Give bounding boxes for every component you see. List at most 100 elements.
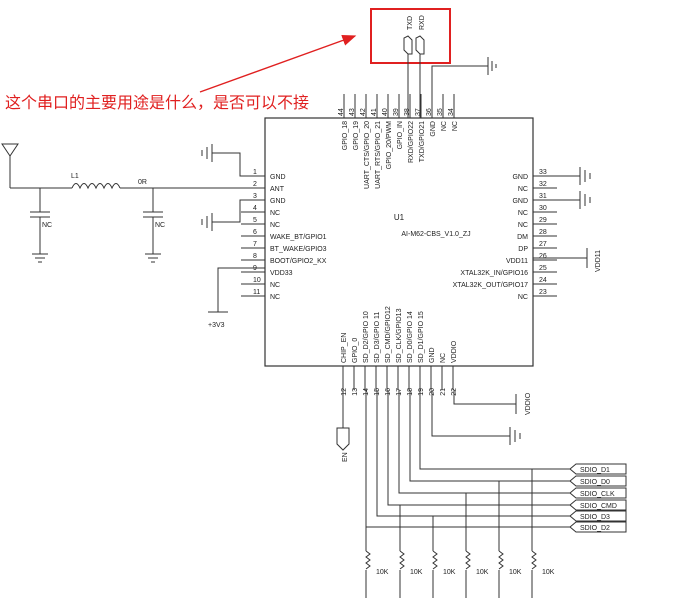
pin-label: BT_WAKE/GPIO3	[270, 246, 327, 253]
pin-label: VDDIO	[451, 340, 458, 363]
sdio-port	[569, 463, 627, 475]
pin-number: 30	[539, 205, 547, 212]
en-label: EN	[342, 452, 349, 462]
pin-label: XTAL32K_IN/GPIO16	[460, 270, 528, 277]
pin-number: 27	[539, 241, 547, 248]
pin-label: NC	[440, 353, 447, 363]
uart-label-rxd: RXD	[419, 15, 426, 30]
pin-label: UART_RTS/GPIO_21	[375, 121, 382, 189]
pin-label: TXD/GPIO21	[419, 121, 426, 162]
sdio-port	[569, 487, 627, 499]
pin-label: GND	[430, 121, 437, 137]
pin-label: DP	[518, 246, 528, 253]
pin-label: RXD/GPIO22	[408, 121, 415, 163]
pullup-value: 10K	[542, 569, 555, 576]
pin-number: 1	[253, 169, 257, 176]
pin-label: NC	[518, 210, 528, 217]
uart-highlight-box	[370, 8, 451, 64]
pullup-value: 10K	[476, 569, 489, 576]
chip-part-number: AI-M62-CBS_V1.0_ZJ	[401, 231, 470, 238]
sdio-port	[569, 510, 627, 522]
pin-label: GND	[270, 174, 286, 181]
sdio-net-label: SDIO_D0	[580, 479, 610, 486]
pin-number: 32	[539, 181, 547, 188]
vdd33-label: +3V3	[208, 322, 225, 329]
pin-number: 33	[539, 169, 547, 176]
pin-label: VDD11	[506, 258, 528, 265]
pullup-gap	[527, 551, 537, 570]
pin-label: GPIO_19	[353, 121, 360, 150]
pin-number: 7	[253, 241, 257, 248]
sdio-net-label: SDIO_D3	[580, 514, 610, 521]
pullup-gap	[494, 551, 504, 570]
pin-label: SD_D3/GPIO 11	[374, 312, 381, 363]
pin-label: NC	[518, 186, 528, 193]
resistor-label: 0R	[138, 179, 147, 186]
pin-label: SD_D2/GPIO 10	[363, 311, 370, 363]
pullup-resistor	[432, 550, 438, 570]
pin-number: 24	[539, 277, 547, 284]
pin-label: SD_CLK/GPIO13	[396, 308, 403, 363]
gnd-top-right	[431, 57, 497, 96]
pin-number: 12	[341, 388, 348, 396]
pin-number: 19	[418, 388, 425, 396]
pin-number: 44	[338, 108, 345, 116]
chip-body	[264, 117, 534, 367]
pin-number: 13	[352, 388, 359, 396]
pin-label: XTAL32K_OUT/GPIO17	[453, 282, 528, 289]
pin-number: 36	[426, 108, 433, 116]
sdio-net-label: SDIO_D2	[580, 525, 610, 532]
pin-number: 11	[253, 289, 260, 296]
sdio-port	[569, 499, 627, 511]
pin-number: 5	[253, 217, 257, 224]
pullup-resistor	[498, 550, 504, 570]
pin-number: 43	[349, 108, 356, 116]
sdio-labels: SDIO_D1SDIO_D0SDIO_CLKSDIO_CMDSDIO_D3SDI…	[569, 463, 627, 533]
pullup-value: 10K	[443, 569, 456, 576]
gnd-left	[201, 144, 265, 231]
annotation-arrow	[199, 35, 357, 93]
uart-label-txd: TXD	[407, 16, 414, 30]
pin-label: ANT	[270, 186, 285, 193]
pin-label: GPIO_20/PWM	[386, 121, 393, 169]
vdd33-net: +3V3	[208, 267, 265, 329]
pin-label: CHIP_EN	[341, 333, 348, 363]
pin-number: 34	[448, 108, 455, 116]
pin-label: VDD33	[270, 270, 293, 277]
pin-label: GPIO_IN	[397, 121, 404, 149]
pin-number: 10	[253, 277, 261, 284]
cap-right-label: NC	[155, 222, 165, 229]
pin-number: 40	[382, 108, 389, 116]
pin-label: GND	[512, 174, 528, 181]
pin-number: 25	[539, 265, 547, 272]
pin-label: DM	[517, 234, 528, 241]
right-nets: VDD11	[533, 167, 602, 272]
pin-number: 39	[393, 108, 400, 116]
pin-label: SD_CMD/GPIO12	[385, 306, 392, 363]
pin-label: NC	[270, 294, 280, 301]
pin-label: NC	[270, 282, 280, 289]
pullup-value: 10K	[376, 569, 389, 576]
pin-label: NC	[452, 121, 459, 131]
rf-section: L1 0R NC NC	[1, 143, 265, 263]
pin-label: NC	[270, 222, 280, 229]
pullup-value: 10K	[410, 569, 423, 576]
pin-label: NC	[518, 294, 528, 301]
vddio-label: VDDIO	[525, 392, 532, 415]
pin-number: 23	[539, 289, 547, 296]
pin-label: GPIO_18	[342, 121, 349, 150]
pin-number: 42	[360, 108, 367, 116]
pullup-gap	[361, 551, 371, 570]
pin-label: GND	[512, 198, 528, 205]
pin-label: BOOT/GPIO2_KX	[270, 258, 327, 265]
pullup-resistor	[465, 550, 471, 570]
pin-number: 28	[539, 229, 547, 236]
sdio-net-label: SDIO_CLK	[580, 491, 615, 498]
sdio-port	[569, 521, 627, 533]
pin-label: NC	[441, 121, 448, 131]
chip-refdes: U1	[394, 213, 405, 222]
pin-label: UART_CTS/GPIO_20	[364, 121, 371, 189]
uart-header: TXD RXD	[370, 8, 451, 118]
